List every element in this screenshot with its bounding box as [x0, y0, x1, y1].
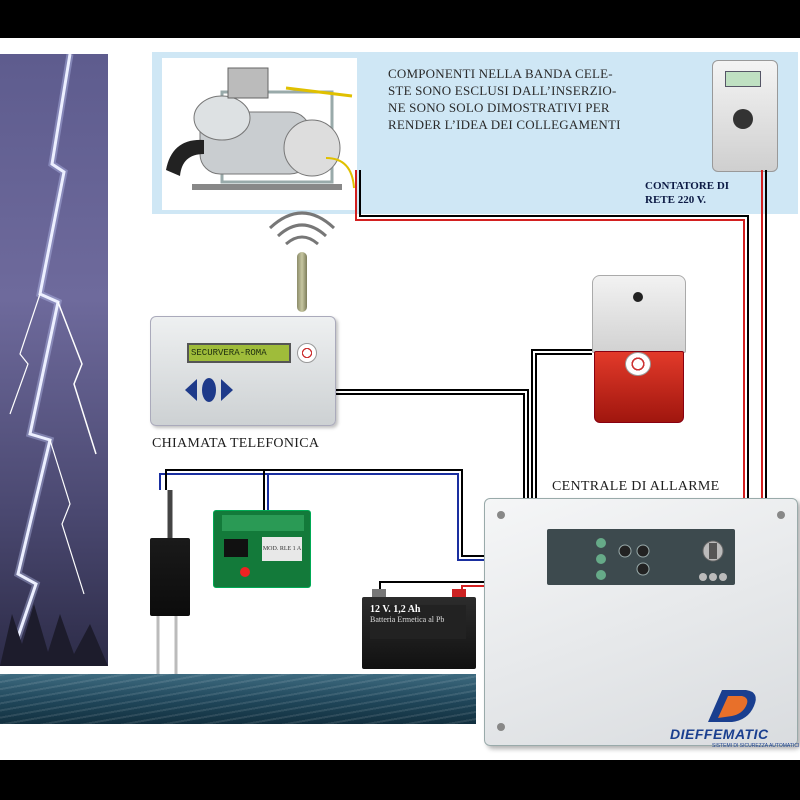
siren-logo-icon — [625, 352, 651, 376]
pump-icon — [166, 67, 355, 190]
antenna — [297, 252, 307, 312]
meter-label: CONTATORE DI RETE 220 V. — [645, 180, 730, 206]
wire-black-pump — [359, 170, 749, 498]
phone-dialer-caption: CHIAMATA TELEFONICA — [152, 436, 320, 451]
relay-marking: MOD. RLE 1 A — [262, 537, 302, 561]
battery-label: 12 V. 1,2 Ah Batteria Ermetica al Pb — [370, 605, 466, 639]
nav-arrows-icon — [185, 378, 233, 402]
brand-tagline: SISTEMI DI SICUREZZA AUTOMATICI — [712, 743, 800, 749]
water-photo — [0, 674, 476, 724]
wire-siren-2 — [535, 353, 592, 498]
battery-terminal — [452, 589, 466, 599]
pump-image — [162, 58, 357, 210]
panel-front-plate — [547, 529, 735, 585]
siren-housing — [592, 275, 686, 353]
screw-icon — [777, 511, 785, 519]
relay-terminals — [222, 515, 304, 531]
demonstrative-note: COMPONENTI NELLA BANDA CELE- STE SONO ES… — [388, 66, 621, 132]
screw-icon — [497, 723, 505, 731]
siren-lens-icon — [633, 292, 643, 302]
wiring — [156, 170, 767, 674]
wire-red-pump — [355, 170, 745, 498]
meter-knob-icon — [733, 109, 753, 129]
screw-icon — [497, 511, 505, 519]
wire-siren — [531, 349, 592, 498]
battery-body: 12 V. 1,2 Ah Batteria Ermetica al Pb — [362, 597, 476, 669]
dialer-logo-icon — [297, 343, 317, 363]
meter-display — [725, 71, 761, 87]
brand: DIEFFEMATIC SISTEMI DI SICUREZZA AUTOMAT… — [668, 726, 800, 756]
battery-terminal — [372, 589, 386, 599]
dialer-nav-buttons — [181, 375, 237, 405]
diagram-canvas: COMPONENTI NELLA BANDA CELE- STE SONO ES… — [0, 38, 800, 760]
dialer-lcd: SECURVERA-ROMA — [187, 343, 291, 363]
backup-battery: 12 V. 1,2 Ah Batteria Ermetica al Pb — [362, 585, 478, 669]
relay-led-icon — [240, 567, 250, 577]
brand-name: DIEFFEMATIC — [670, 726, 769, 742]
wire-dialer-2 — [334, 389, 529, 498]
wire-dialer — [334, 393, 525, 498]
siren-red-cover — [594, 351, 684, 423]
flood-sensor — [150, 538, 190, 616]
alarm-panel-caption: CENTRALE DI ALLARME — [552, 479, 720, 494]
relay-chip — [224, 539, 248, 557]
wire-blue-sensor — [159, 473, 484, 561]
wire-black-sensor — [165, 469, 484, 557]
lightning-bolt-icon — [0, 53, 108, 668]
phone-dialer: SECURVERA-ROMA — [150, 316, 336, 426]
wireless-signal-icon — [268, 211, 336, 246]
battery-fine-print: Batteria Ermetica al Pb — [370, 615, 445, 624]
battery-rating: 12 V. 1,2 Ah — [370, 604, 421, 615]
panel-leds-icon — [596, 538, 727, 581]
brand-logo-icon — [702, 686, 762, 726]
electricity-meter — [712, 60, 778, 172]
siren — [592, 275, 686, 423]
relay-board: MOD. RLE 1 A — [213, 510, 311, 588]
lightning-photo — [0, 53, 108, 668]
